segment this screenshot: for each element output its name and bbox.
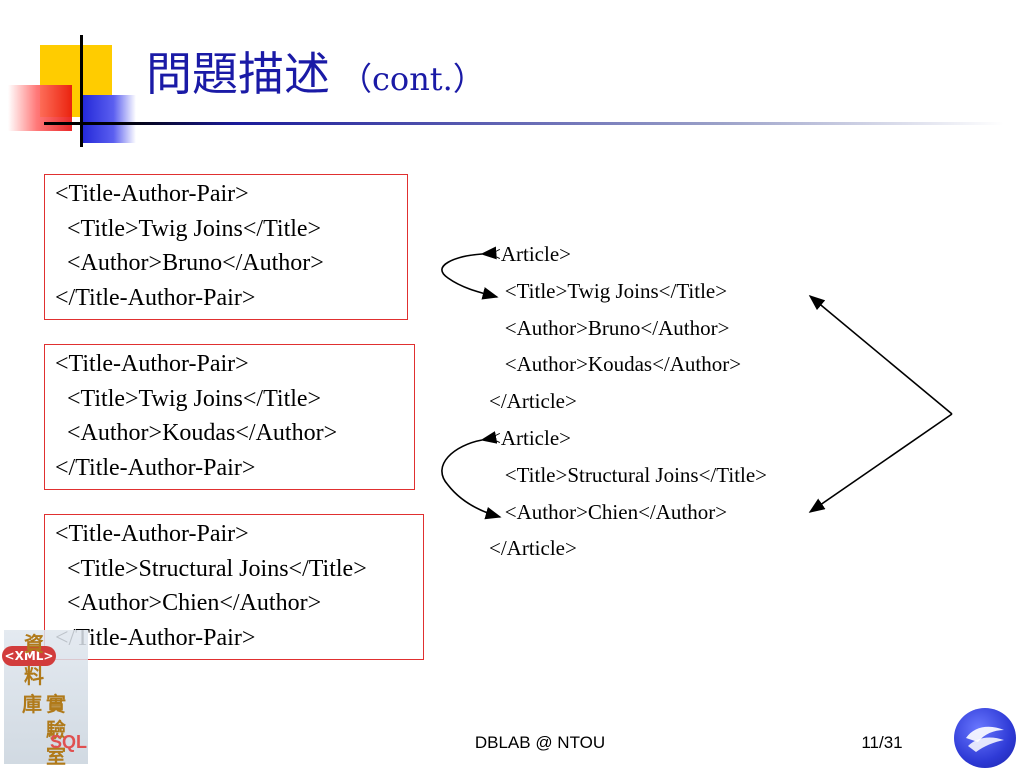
xml-line: <Article> (489, 242, 571, 266)
box-line: <Title-Author-Pair> (55, 181, 249, 207)
slide-title-suffix: （cont.） (340, 60, 485, 98)
box-line: <Author>Koudas</Author> (55, 420, 338, 446)
curved-arrow-bottom (441, 431, 502, 520)
box-line: </Title-Author-Pair> (55, 454, 256, 481)
title-author-pair-box-3: <Title-Author-Pair> <Title>Structural Jo… (44, 514, 424, 660)
logo-char: 資 (24, 632, 44, 656)
logo-sql-text: SQL (50, 732, 88, 752)
box-line: </Title-Author-Pair> (55, 284, 256, 311)
xml-line: <Author>Koudas</Author> (489, 352, 742, 377)
slide-title: 問題描述 （cont.） (146, 44, 485, 104)
box-line: <Title-Author-Pair> (55, 351, 249, 377)
xml-line: <Article> (489, 425, 571, 450)
xml-line: <Title>Structural Joins</Title> (489, 462, 768, 487)
box-line: <Author>Chien</Author> (55, 590, 322, 616)
box-line: <Title-Author-Pair> (55, 521, 249, 547)
box-line: <Title>Twig Joins</Title> (55, 215, 322, 242)
university-emblem-icon (954, 708, 1016, 768)
xml-line: <Author>Chien</Author> (489, 499, 728, 524)
title-underline (44, 122, 1004, 125)
logo-char: 料 (24, 664, 44, 688)
xml-line: <Title>Twig Joins</Title> (489, 278, 728, 303)
decor-blue-square (80, 95, 136, 143)
decor-vertical-line (80, 35, 83, 147)
logo-char: 實 (46, 692, 66, 716)
box-line: <Author>Bruno</Author> (55, 250, 324, 276)
xml-line: </Article> (489, 536, 577, 561)
xml-line: <Author>Bruno</Author> (489, 315, 730, 340)
logo-char: 庫 (22, 692, 42, 716)
footer-lab-name: DBLAB @ NTOU (474, 733, 606, 752)
footer-page-number: 11/31 (861, 733, 903, 752)
line-to-title (808, 294, 953, 415)
curved-arrow-top (441, 246, 499, 300)
xml-line: </Article> (489, 389, 577, 414)
title-author-pair-box-1: <Title-Author-Pair> <Title>Twig Joins</T… (44, 174, 408, 320)
box-line: <Title>Twig Joins</Title> (55, 385, 322, 412)
logo-char: 驗 (46, 718, 66, 742)
box-line: </Title-Author-Pair> (55, 624, 256, 651)
xml-badge: <XML> (2, 646, 56, 666)
box-line: <Title>Structural Joins</Title> (55, 555, 367, 582)
line-to-author (808, 413, 953, 513)
logo-char: 室 (46, 744, 66, 768)
article-xml-listing: <Article> <Title>Twig Joins</Title> <Aut… (489, 236, 767, 567)
slide-title-main: 問題描述 (146, 47, 330, 101)
title-author-pair-box-2: <Title-Author-Pair> <Title>Twig Joins</T… (44, 344, 415, 490)
